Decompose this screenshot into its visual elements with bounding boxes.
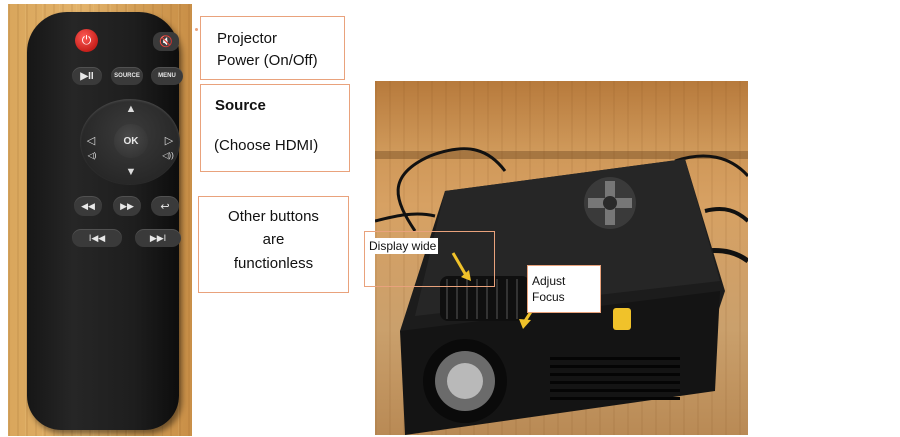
vent-grille [550,357,680,400]
control-cross-icon [584,177,636,229]
shelf-edge [375,151,748,159]
fast-forward-icon: ▶▶ [113,196,141,216]
hdmi-cable [674,154,748,178]
callout-source: Source (Choose HDMI) [200,84,350,172]
brand-logo-icon [613,308,631,330]
volume-down-icon: ◁) [87,150,97,160]
label-adjust-focus-text: Adjust Focus [532,274,566,305]
mute-button-icon: 🔇 [153,32,179,51]
back-icon: ↩ [151,196,179,216]
display-wide-arrow [451,252,469,278]
left-arrow-icon: ◁ [86,134,96,147]
left-cable [375,212,436,223]
label-display-wide-text: Display wide [367,238,439,255]
projector-photo [375,81,748,435]
menu-button: MENU [151,67,183,85]
ok-button: OK [114,124,148,158]
focus-ridges [446,279,518,319]
callout-source-title: Source [215,97,266,114]
callout-power-text: Projector Power (On/Off) [217,30,318,69]
label-adjust-focus: Adjust Focus [527,265,601,313]
focus-arrowhead [519,319,531,329]
rewind-icon: ◀◀ [74,196,102,216]
volume-up-icon: ◁)) [162,150,174,160]
power-button-icon: ⏻ [75,29,98,52]
display-wide-arrowhead [461,270,471,281]
callout-other-buttons: Other buttons are functionless [198,196,349,293]
callout-source-detail: (Choose HDMI) [214,137,319,154]
wood-wall [375,81,748,153]
remote-control: ⏻ 🔇 ▶II SOURCE MENU ▲ ▼ ◁ ▷ OK ◁) ◁)) ◀◀… [27,12,183,430]
remote-photo: ⏻ 🔇 ▶II SOURCE MENU ▲ ▼ ◁ ▷ OK ◁) ◁)) ◀◀… [8,4,192,436]
side-cable [704,207,748,223]
previous-track-icon: I◀◀ [72,229,122,247]
projector-illustration [375,147,748,435]
next-track-icon: ▶▶I [135,229,181,247]
right-arrow-icon: ▷ [164,134,174,147]
source-button: SOURCE [111,67,143,85]
play-pause-button: ▶II [72,67,102,85]
lens-glass [447,363,483,399]
callout-other-text: Other buttons are functionless [228,208,319,272]
down-arrow-icon: ▼ [125,166,137,178]
up-arrow-icon: ▲ [125,103,137,115]
callout-marker [195,28,198,31]
label-display-wide: Display wide [364,231,495,287]
power-cable [396,147,507,232]
callout-power: Projector Power (On/Off) [200,16,345,80]
